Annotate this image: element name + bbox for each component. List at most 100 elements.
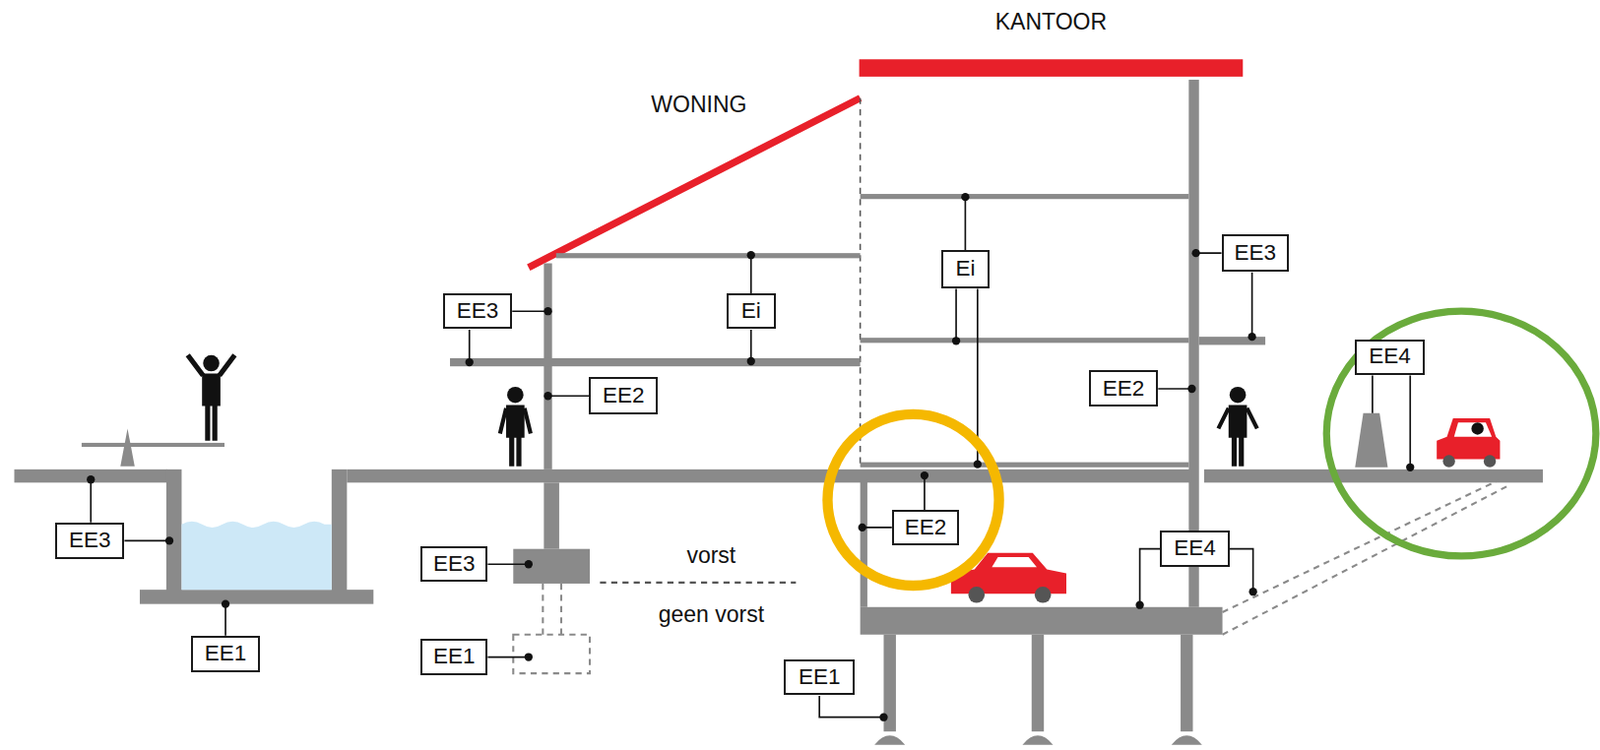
structure-part	[512, 549, 590, 584]
structure	[14, 79, 1543, 746]
element-code: EE1	[433, 645, 476, 669]
dashed-foundation-part	[1222, 484, 1511, 635]
label-box: EE3	[420, 546, 488, 582]
leader-dots-part	[960, 192, 969, 201]
leader-lines-part	[487, 656, 528, 659]
dashed-foundation	[512, 479, 1511, 674]
structure-part	[346, 469, 1190, 483]
leader-dots-part	[973, 460, 982, 469]
cars	[951, 418, 1501, 604]
structure-part	[543, 482, 560, 549]
leader-dots-part	[543, 307, 552, 316]
label-box: EE4	[1354, 339, 1426, 376]
leader-dots-part	[1248, 587, 1257, 596]
label-box: EE2	[588, 377, 658, 414]
water	[181, 521, 331, 590]
label-box: EE3	[1221, 234, 1289, 272]
leader-lines-part	[1372, 376, 1410, 468]
element-code: EE4	[1368, 345, 1411, 369]
structure-part	[1204, 469, 1543, 483]
leader-dots-part	[1247, 332, 1256, 341]
roof-part	[859, 59, 1244, 77]
cars-part	[1471, 422, 1483, 435]
structure-part	[860, 607, 1223, 636]
leader-lines-part	[819, 696, 884, 718]
people-part	[500, 408, 531, 435]
leader-lines	[90, 196, 1410, 718]
structure-part	[860, 462, 1190, 468]
water-part	[181, 521, 331, 590]
leader-dots-part	[221, 600, 230, 609]
element-code: Ei	[955, 257, 975, 281]
cars-part	[1483, 454, 1496, 467]
element-code: EE2	[1102, 378, 1146, 401]
structure-part	[860, 479, 868, 608]
leader-dots-part	[524, 560, 533, 569]
element-code: EE3	[68, 529, 112, 553]
highlight-circles	[827, 311, 1596, 586]
people-part	[506, 386, 525, 467]
leader-dots-part	[1135, 601, 1144, 610]
leader-dots-part	[86, 475, 95, 484]
structure-part	[556, 253, 861, 258]
people-part	[1217, 408, 1257, 430]
people-part	[201, 373, 221, 441]
leader-dots-part	[952, 336, 960, 345]
dashed-foundation-part	[1222, 479, 1501, 613]
highlight-circles-part	[827, 414, 999, 586]
element-code: EE3	[433, 553, 476, 576]
label-box: EE1	[783, 659, 856, 696]
cars-part	[991, 557, 1037, 568]
structure-part	[874, 735, 1203, 745]
cars-part	[1442, 454, 1455, 467]
leader-lines-part	[1157, 387, 1192, 390]
leader-dots	[86, 192, 1414, 722]
label-box: EE2	[892, 510, 960, 546]
frost-note: geen vorst	[658, 603, 765, 627]
leader-dots-part	[879, 713, 888, 722]
structure-part	[120, 428, 135, 466]
highlight-circles-part	[1326, 311, 1597, 557]
leader-dots-part	[165, 536, 174, 545]
label-box: EE4	[1159, 530, 1229, 567]
structure-part	[1188, 79, 1199, 608]
roof-part	[528, 98, 861, 268]
structure-part	[1180, 635, 1193, 732]
cars-part	[1034, 586, 1052, 604]
label-box: EE1	[420, 639, 488, 676]
structure-part	[139, 589, 374, 605]
structure-part	[1031, 635, 1044, 732]
structure-part	[166, 469, 183, 592]
label-box: EE3	[443, 293, 512, 329]
leader-dots-part	[1191, 249, 1200, 257]
label-box: EE1	[191, 636, 260, 673]
structure-part	[859, 98, 862, 468]
leader-dots-part	[1187, 384, 1196, 393]
dashed-foundation-part	[541, 583, 544, 636]
dashed-foundation-part	[599, 581, 796, 584]
label-box: EE3	[55, 522, 125, 560]
leader-lines-part	[548, 394, 589, 397]
leader-dots-part	[524, 652, 533, 661]
label-box: EE2	[1088, 370, 1157, 407]
element-code: EE2	[602, 384, 645, 408]
leader-dots-part	[747, 251, 756, 259]
element-code: EE1	[204, 642, 248, 666]
leader-dots-part	[543, 391, 552, 400]
label-title: WONING	[650, 93, 747, 117]
structure-part	[331, 469, 348, 592]
element-code: EE1	[798, 666, 841, 690]
leader-dots-part	[465, 358, 474, 367]
structure-part	[81, 443, 225, 448]
dashed-foundation-part	[512, 635, 590, 674]
people	[188, 355, 1258, 467]
cars-part	[967, 586, 985, 604]
structure-part	[1354, 413, 1388, 468]
element-code: EE3	[1233, 242, 1277, 265]
leader-lines-part	[487, 563, 528, 566]
element-code: EE4	[1173, 537, 1216, 561]
people-part	[1228, 386, 1248, 467]
leader-dots-part	[858, 523, 867, 532]
leader-dots-part	[920, 471, 929, 480]
